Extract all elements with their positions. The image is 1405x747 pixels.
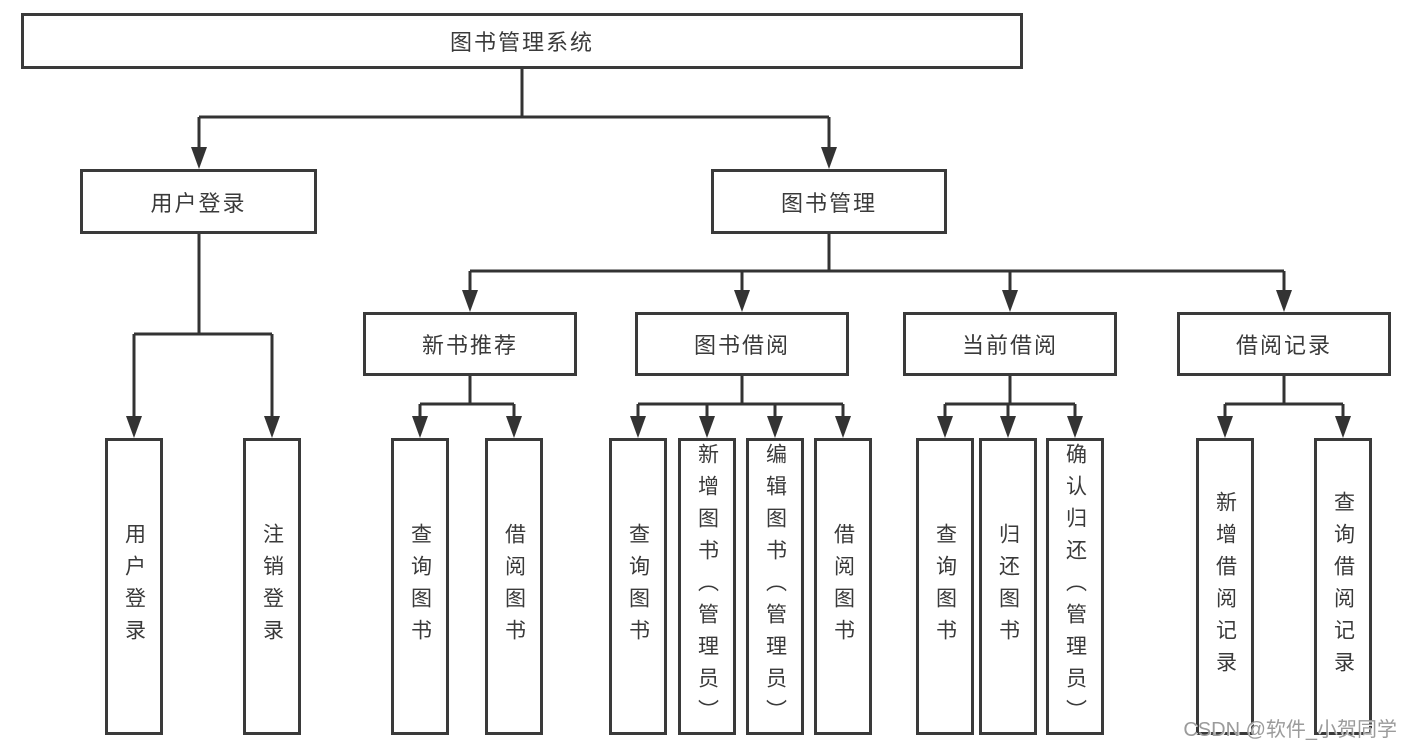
- leaf-borrow-edit-books-admin: 编辑图书（管理员）: [746, 438, 804, 735]
- node-new-book-recommend: 新书推荐: [363, 312, 577, 376]
- leaf-logout: 注销登录: [243, 438, 301, 735]
- node-borrow-records-label: 借阅记录: [1235, 333, 1332, 358]
- csdn-watermark: CSDN @软件_小贺同学: [1183, 719, 1397, 741]
- node-book-borrow: 图书借阅: [635, 312, 849, 376]
- arrowhead-icons: [126, 147, 1351, 438]
- node-new-book-recommend-label: 新书推荐: [421, 333, 518, 358]
- node-borrow-records: 借阅记录: [1177, 312, 1391, 376]
- node-root-system: 图书管理系统: [21, 13, 1023, 69]
- node-book-management: 图书管理: [711, 169, 947, 234]
- leaf-current-return-books-label: 归还图书: [996, 522, 1020, 651]
- leaf-current-query-books-label: 查询图书: [933, 522, 957, 651]
- leaf-newbook-borrow-books-label: 借阅图书: [502, 522, 526, 651]
- node-user-login: 用户登录: [80, 169, 317, 234]
- leaf-borrow-add-books-admin-label: 新增图书（管理员）: [695, 442, 719, 731]
- leaf-logout-label: 注销登录: [260, 522, 284, 651]
- leaf-records-query-record: 查询借阅记录: [1314, 438, 1372, 735]
- node-current-borrow-label: 当前借阅: [961, 333, 1058, 358]
- leaf-borrow-add-books-admin: 新增图书（管理员）: [678, 438, 736, 735]
- leaf-newbook-query-books-label: 查询图书: [408, 522, 432, 651]
- leaf-current-return-books: 归还图书: [979, 438, 1037, 735]
- leaf-borrow-edit-books-admin-label: 编辑图书（管理员）: [763, 442, 787, 731]
- node-root-label: 图书管理系统: [449, 30, 594, 55]
- leaf-records-add-record: 新增借阅记录: [1196, 438, 1254, 735]
- node-book-borrow-label: 图书借阅: [693, 333, 790, 358]
- leaf-current-confirm-return-admin-label: 确认归还（管理员）: [1063, 442, 1087, 731]
- leaf-current-confirm-return-admin: 确认归还（管理员）: [1046, 438, 1104, 735]
- leaf-user-login: 用户登录: [105, 438, 163, 735]
- leaf-borrow-borrow-books: 借阅图书: [814, 438, 872, 735]
- leaf-newbook-query-books: 查询图书: [391, 438, 449, 735]
- leaf-borrow-query-books: 查询图书: [609, 438, 667, 735]
- leaf-current-query-books: 查询图书: [916, 438, 974, 735]
- leaf-borrow-borrow-books-label: 借阅图书: [831, 522, 855, 651]
- leaf-newbook-borrow-books: 借阅图书: [485, 438, 543, 735]
- node-book-management-label: 图书管理: [780, 190, 877, 216]
- leaf-user-login-label: 用户登录: [122, 522, 146, 651]
- leaf-borrow-query-books-label: 查询图书: [626, 522, 650, 651]
- node-user-login-label: 用户登录: [150, 190, 247, 216]
- leaf-records-add-record-label: 新增借阅记录: [1213, 490, 1237, 683]
- leaf-records-query-record-label: 查询借阅记录: [1331, 490, 1355, 683]
- node-current-borrow: 当前借阅: [903, 312, 1117, 376]
